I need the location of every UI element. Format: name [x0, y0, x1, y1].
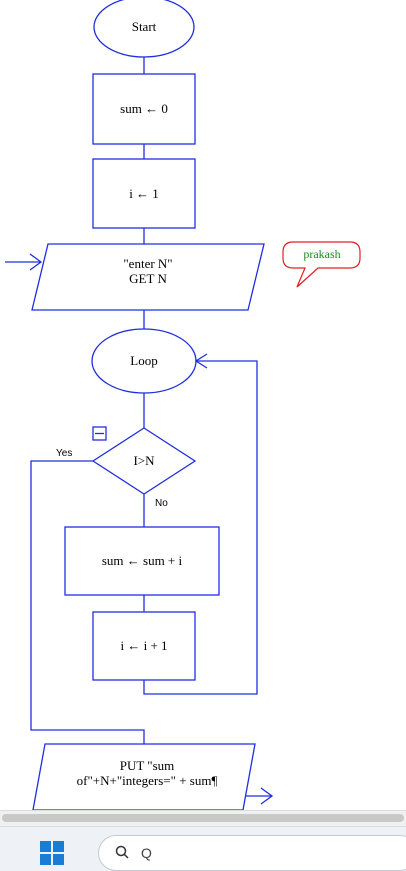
- connector-yes-branch: [30, 460, 145, 744]
- start-label: Start: [132, 19, 157, 34]
- windows-start-icon[interactable]: [40, 841, 64, 865]
- connector-loop-back: [143, 360, 258, 695]
- decision-label: I>N: [133, 453, 155, 468]
- output-arrow: [246, 787, 274, 805]
- search-icon: [115, 845, 129, 859]
- collapse-toggle-icon[interactable]: [92, 426, 107, 441]
- input-node[interactable]: "enter N" GET N: [31, 243, 265, 311]
- output-line-1: PUT "sum: [120, 758, 175, 773]
- loop-back-arrowhead: [194, 353, 208, 369]
- init-i-node[interactable]: i ← 1: [92, 158, 196, 229]
- init-sum-label: sum ← 0: [120, 101, 168, 116]
- comment-text: prakash: [303, 247, 340, 261]
- input-line-2: GET N: [129, 271, 167, 286]
- init-sum-node[interactable]: sum ← 0: [92, 73, 196, 145]
- yes-label: Yes: [56, 448, 72, 459]
- update-i-node[interactable]: i ← i + 1: [92, 611, 196, 681]
- search-input[interactable]: Q: [98, 835, 406, 871]
- start-node[interactable]: Start: [93, 0, 195, 58]
- update-sum-node[interactable]: sum ← sum + i: [64, 526, 220, 596]
- update-sum-label: sum ← sum + i: [102, 553, 183, 568]
- loop-label: Loop: [130, 353, 157, 368]
- init-i-label: i ← 1: [129, 186, 159, 201]
- update-i-label: i ← i + 1: [120, 638, 167, 653]
- no-label: No: [155, 498, 168, 509]
- taskbar: Q: [0, 826, 406, 871]
- input-line-1: "enter N": [123, 256, 172, 271]
- output-line-2: of"+N+"integers=" + sum¶: [77, 773, 218, 788]
- loop-node[interactable]: Loop: [91, 328, 197, 394]
- flowchart-canvas: Start sum ← 0 i ← 1 "enter N" GET N prak…: [5, 0, 361, 810]
- search-placeholder: Q: [141, 845, 152, 861]
- scrollbar-thumb[interactable]: [2, 814, 404, 822]
- decision-node[interactable]: I>N: [91, 427, 197, 495]
- input-arrow: [5, 253, 43, 271]
- comment-bubble[interactable]: prakash: [282, 241, 361, 288]
- horizontal-scrollbar[interactable]: [0, 810, 406, 825]
- output-node[interactable]: PUT "sum of"+N+"integers=" + sum¶: [32, 743, 256, 810]
